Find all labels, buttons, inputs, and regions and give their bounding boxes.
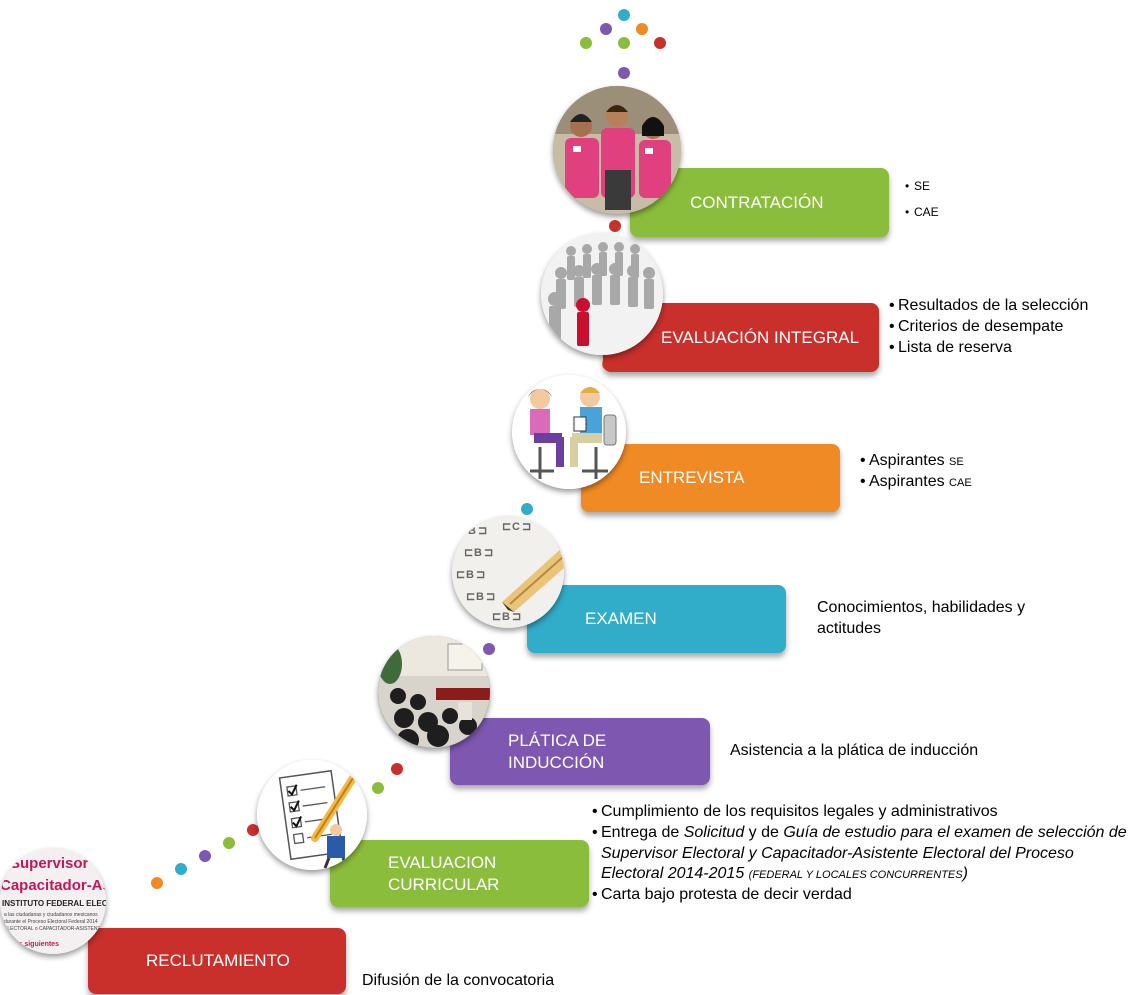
evaluacion-curricular-bullet-2: Entrega de Solicitud y de Guía de estudi… [592, 823, 1127, 885]
checklist-image [257, 760, 367, 870]
step-reclutamiento: RECLUTAMIENTO [88, 928, 346, 994]
svg-text:⊏: ⊏ [464, 547, 473, 559]
step-examen-label: EXAMEN [585, 609, 657, 629]
reclutamiento-description: Difusión de la convocatoria [362, 972, 555, 989]
svg-text:⊏: ⊏ [466, 591, 475, 603]
poster-line-2: Capacitador-Asistente [0, 877, 106, 894]
exam-mark: C [512, 521, 520, 533]
connector-dot [580, 37, 592, 49]
connector-dot [600, 23, 612, 35]
connector-dot [391, 763, 403, 775]
examen-description: Conocimientos, habilidades y actitudes [817, 599, 1026, 637]
step-entrevista-label: ENTREVISTA [639, 468, 745, 488]
exam-sheet-image: ⊏B⊐ ⊏C⊐ ⊏B⊐ ⊏B⊐ ⊏B⊐ ⊏B⊐ [452, 516, 564, 628]
svg-text:⊐: ⊐ [478, 525, 487, 537]
contratacion-description: SE CAE [905, 173, 939, 225]
connector-dot [609, 220, 621, 232]
connector-dot [151, 877, 163, 889]
step-entrevista: ENTREVISTA [581, 444, 840, 512]
connector-dot [618, 37, 630, 49]
step-evaluacion-integral-label: EVALUACIÓN INTEGRAL [661, 327, 860, 347]
exam-mark: B [476, 591, 484, 603]
svg-text:⊏: ⊏ [502, 521, 511, 533]
platica-description: Asistencia a la plática de inducción [730, 742, 979, 759]
exam-mark: B [468, 525, 476, 537]
evaluacion-integral-bullet-1: Resultados de la selección [889, 296, 1088, 317]
svg-text:⊏: ⊏ [492, 611, 501, 623]
connector-dot [618, 9, 630, 21]
svg-text:⊏: ⊏ [458, 525, 467, 537]
evaluacion-integral-description: Resultados de la selección Criterios de … [889, 296, 1088, 358]
selection-figures-image [541, 233, 663, 355]
step-platica-label: PLÁTICA DE INDUCCIÓN [508, 731, 607, 772]
interview-image [512, 375, 626, 489]
step-evaluacion-curricular-label: EVALUACION CURRICULAR [388, 853, 500, 894]
svg-text:⊏: ⊏ [456, 569, 465, 581]
hired-staff-photo [553, 86, 681, 214]
connector-dot [199, 850, 211, 862]
connector-dot [483, 643, 495, 655]
svg-text:⊐: ⊐ [484, 547, 493, 559]
svg-text:⊐: ⊐ [486, 591, 495, 603]
poster-line-7: r las siguientes [8, 941, 59, 948]
poster-line-4: a las ciudadanas y ciudadanos mexicanos [4, 912, 98, 918]
step-contratacion-label: CONTRATACIÓN [690, 192, 824, 212]
exam-mark: B [474, 547, 482, 559]
entrevista-bullet-cae: Aspirantes CAE [860, 472, 972, 493]
exam-mark: B [502, 611, 510, 623]
connector-dot [654, 37, 666, 49]
evaluacion-curricular-bullet-1: Cumplimiento de los requisitos legales y… [592, 802, 1127, 823]
step-examen: EXAMEN [527, 585, 786, 653]
entrevista-bullet-se: Aspirantes SE [860, 451, 972, 472]
connector-dot [636, 23, 648, 35]
connector-dot [247, 824, 259, 836]
contratacion-bullet-se: SE [905, 173, 939, 199]
evaluacion-curricular-description: Cumplimiento de los requisitos legales y… [592, 802, 1127, 906]
connector-dot [521, 503, 533, 515]
step-platica-induccion: PLÁTICA DE INDUCCIÓN [450, 718, 710, 785]
poster-line-3: INSTITUTO FEDERAL ELECTORAL [2, 899, 106, 908]
svg-text:⊐: ⊐ [512, 611, 521, 623]
evaluacion-integral-bullet-3: Lista de reserva [889, 338, 1088, 359]
evaluacion-curricular-bullet-3: Carta bajo protesta de decir verdad [592, 885, 1127, 906]
connector-dot [618, 67, 630, 79]
entrevista-description: Aspirantes SE Aspirantes CAE [860, 451, 972, 493]
evaluacion-integral-bullet-2: Criterios de desempate [889, 317, 1088, 338]
step-reclutamiento-label: RECLUTAMIENTO [146, 951, 290, 971]
step-evaluacion-curricular: EVALUACION CURRICULAR [330, 840, 589, 907]
convocatoria-poster-image: Supervisor Capacitador-Asistente INSTITU… [0, 848, 106, 954]
poster-line-6: ELECTORAL o CAPACITADOR-ASISTENTE [4, 926, 105, 932]
exam-mark: B [466, 569, 474, 581]
induction-talk-image [378, 636, 490, 748]
contratacion-bullet-cae: CAE [905, 199, 939, 225]
connector-dot [175, 863, 187, 875]
connector-dot [223, 837, 235, 849]
svg-text:⊐: ⊐ [522, 521, 531, 533]
poster-line-5: durante el Proceso Electoral Federal 201… [4, 919, 98, 925]
svg-text:⊐: ⊐ [476, 569, 485, 581]
connector-dot [372, 782, 384, 794]
poster-line-1: Supervisor [10, 855, 89, 872]
